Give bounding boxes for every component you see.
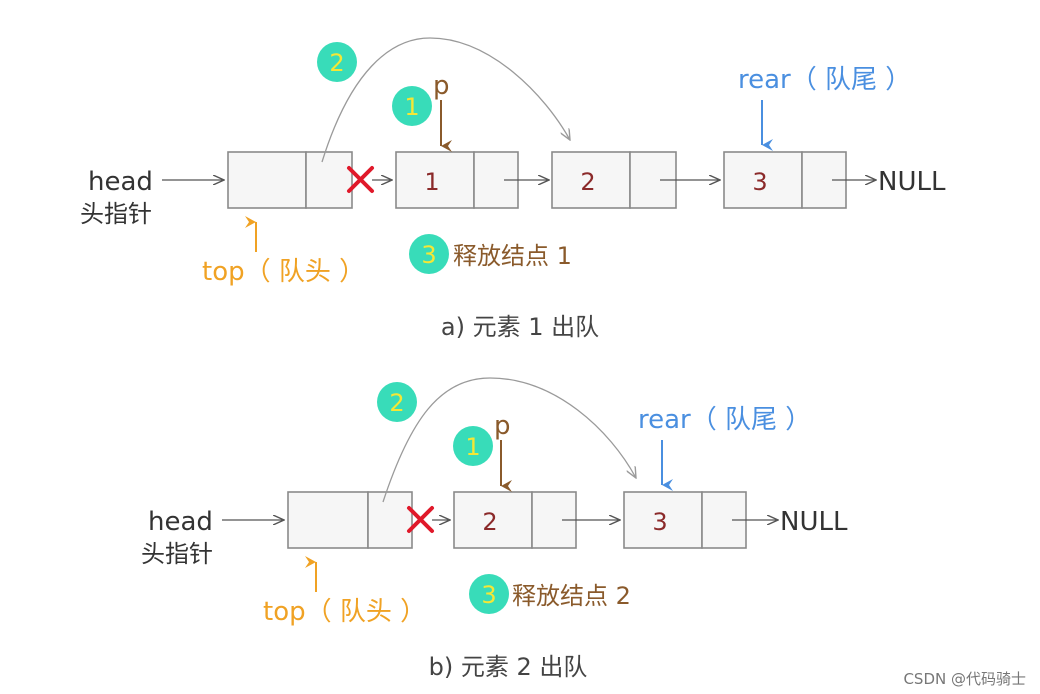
- diagram-a: head 头指针 1 2: [80, 37, 946, 341]
- step-circle-icon: 3: [409, 234, 449, 274]
- step-3-label: 3: [481, 581, 496, 609]
- rear-pointer-label: rear（ 队尾 ）: [638, 405, 811, 435]
- null-label: NULL: [878, 167, 946, 197]
- cross-icon: [407, 506, 434, 533]
- head-label: head: [88, 167, 153, 197]
- head-node-next-cell: [367, 491, 413, 549]
- node-value: 2: [482, 508, 497, 536]
- step-circle-icon: 1: [392, 86, 432, 126]
- node-value: 3: [752, 168, 767, 196]
- null-label: NULL: [780, 507, 848, 537]
- p-pointer-label: p: [494, 411, 511, 441]
- node-value: 2: [580, 168, 595, 196]
- free-node-label: 释放结点 1: [453, 242, 572, 270]
- head-pointer-cn-label: 头指针: [80, 200, 152, 228]
- step-circle-icon: 3: [469, 574, 509, 614]
- step-3-label: 3: [421, 241, 436, 269]
- watermark: CSDN @代码骑士: [903, 670, 1026, 688]
- diagram-b: head 头指针 2 3 NULL: [141, 377, 848, 681]
- step-2-label: 2: [389, 389, 404, 417]
- step-1-label: 1: [404, 93, 419, 121]
- top-pointer-label: top（ 队头 ）: [202, 257, 365, 287]
- node-1: 1: [395, 151, 519, 209]
- step-circle-icon: 1: [453, 426, 493, 466]
- head-node-data-cell: [287, 491, 369, 549]
- head-node: [227, 151, 353, 209]
- node-3: 3: [623, 491, 747, 549]
- step-circle-icon: 2: [317, 42, 357, 82]
- node-value: 1: [424, 168, 439, 196]
- p-pointer-label: p: [433, 71, 450, 101]
- step-2-label: 2: [329, 49, 344, 77]
- head-node: [287, 491, 413, 549]
- step-circle-icon: 2: [377, 382, 417, 422]
- arrow-icon: [382, 377, 636, 503]
- rear-pointer-label: rear（ 队尾 ）: [738, 65, 911, 95]
- step-1-label: 1: [465, 433, 480, 461]
- head-node-data-cell: [227, 151, 307, 209]
- node-3: 3: [723, 151, 847, 209]
- free-node-label: 释放结点 2: [512, 582, 631, 610]
- head-node-next-cell: [305, 151, 353, 209]
- arrow-icon: [321, 37, 570, 163]
- head-pointer-cn-label: 头指针: [141, 540, 213, 568]
- node-value: 3: [652, 508, 667, 536]
- node-2: 2: [453, 491, 577, 549]
- caption-a: a) 元素 1 出队: [441, 313, 599, 341]
- node-2: 2: [551, 151, 677, 209]
- top-pointer-label: top（ 队头 ）: [263, 597, 426, 627]
- cross-icon: [347, 166, 374, 193]
- caption-b: b) 元素 2 出队: [429, 653, 588, 681]
- head-label: head: [148, 507, 213, 537]
